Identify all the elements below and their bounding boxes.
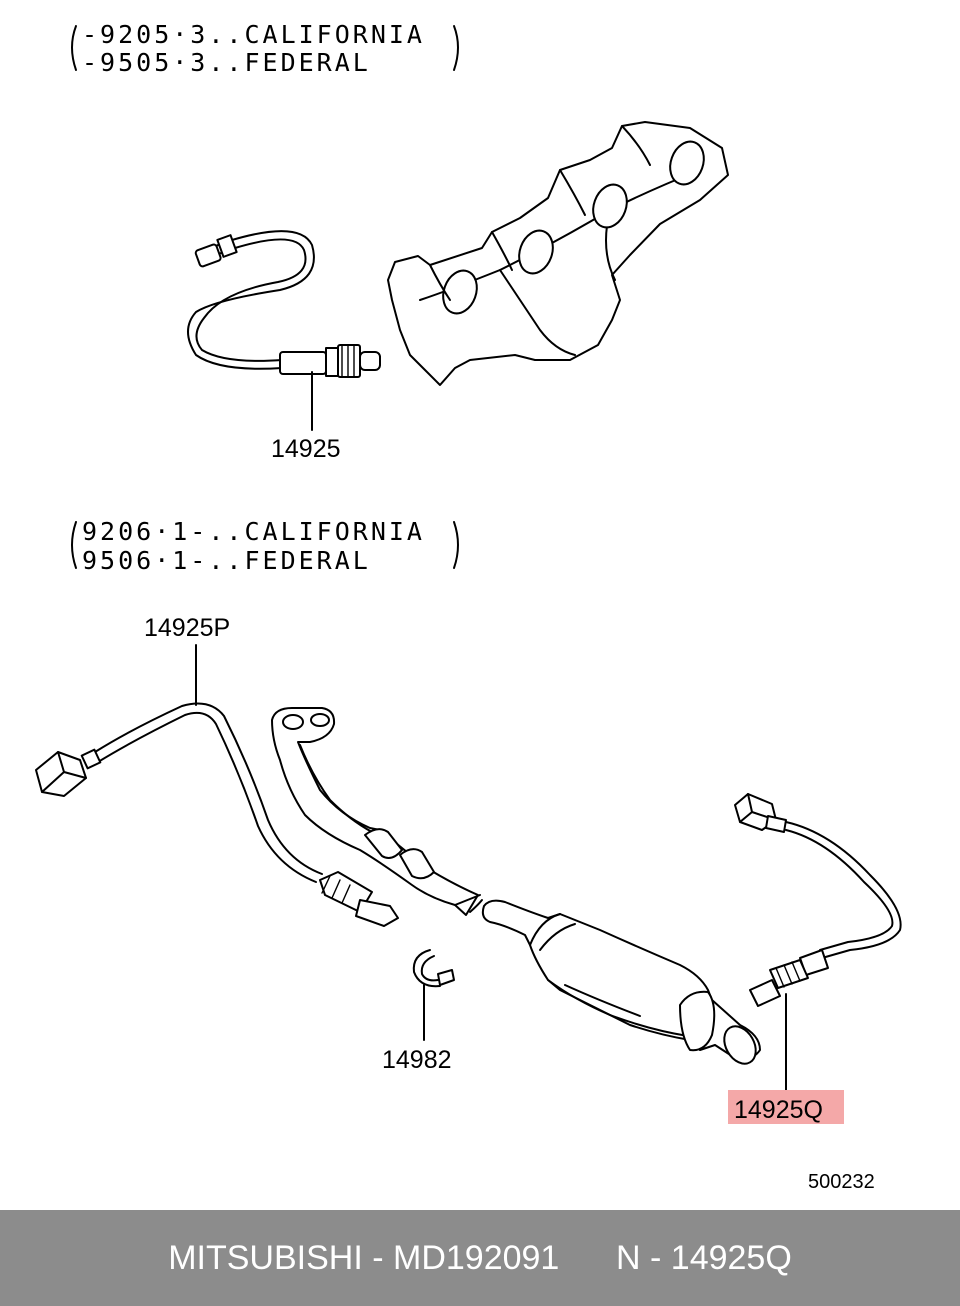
front-exhaust-pipe [271,707,483,916]
oxygen-sensor-upper[interactable] [187,230,381,431]
applicability-note-bottom: 9206·1-..CALIFORNIA 9506·1-..FEDERAL [71,517,459,575]
callout-14925: 14925 [271,435,341,463]
footer-gap [559,1239,616,1278]
highlight-box [728,1090,844,1124]
parts-diagram: -9205·3..CALIFORNIA -9505·3..FEDERAL 149… [35,20,902,1193]
clamp-14982[interactable] [412,949,455,1041]
footer-bar: MITSUBISHI - MD192091 N - 14925Q [0,1210,960,1306]
catalytic-converter [481,899,761,1065]
footer-separator: - [362,1238,393,1277]
note-top-line-2: -9505·3..FEDERAL [82,48,371,77]
exhaust-manifold [387,121,729,386]
footer-brand: MITSUBISHI [168,1238,363,1277]
callout-14925p: 14925P [144,614,230,642]
callout-14982: 14982 [382,1046,452,1074]
footer-part-number: MD192091 [393,1238,560,1277]
applicability-note-top: -9205·3..CALIFORNIA -9505·3..FEDERAL [71,20,459,77]
note-bottom-line-1: 9206·1-..CALIFORNIA [82,517,425,546]
diagram-reference-number: 500232 [808,1171,875,1193]
note-top-line-1: -9205·3..CALIFORNIA [82,20,425,49]
footer-position-label: N - 14925Q [616,1238,792,1277]
oxygen-sensor-front[interactable] [35,644,399,927]
oxygen-sensor-rear[interactable] [734,793,902,1091]
callout-14925q: 14925Q [734,1096,823,1124]
note-bottom-line-2: 9506·1-..FEDERAL [82,546,371,575]
